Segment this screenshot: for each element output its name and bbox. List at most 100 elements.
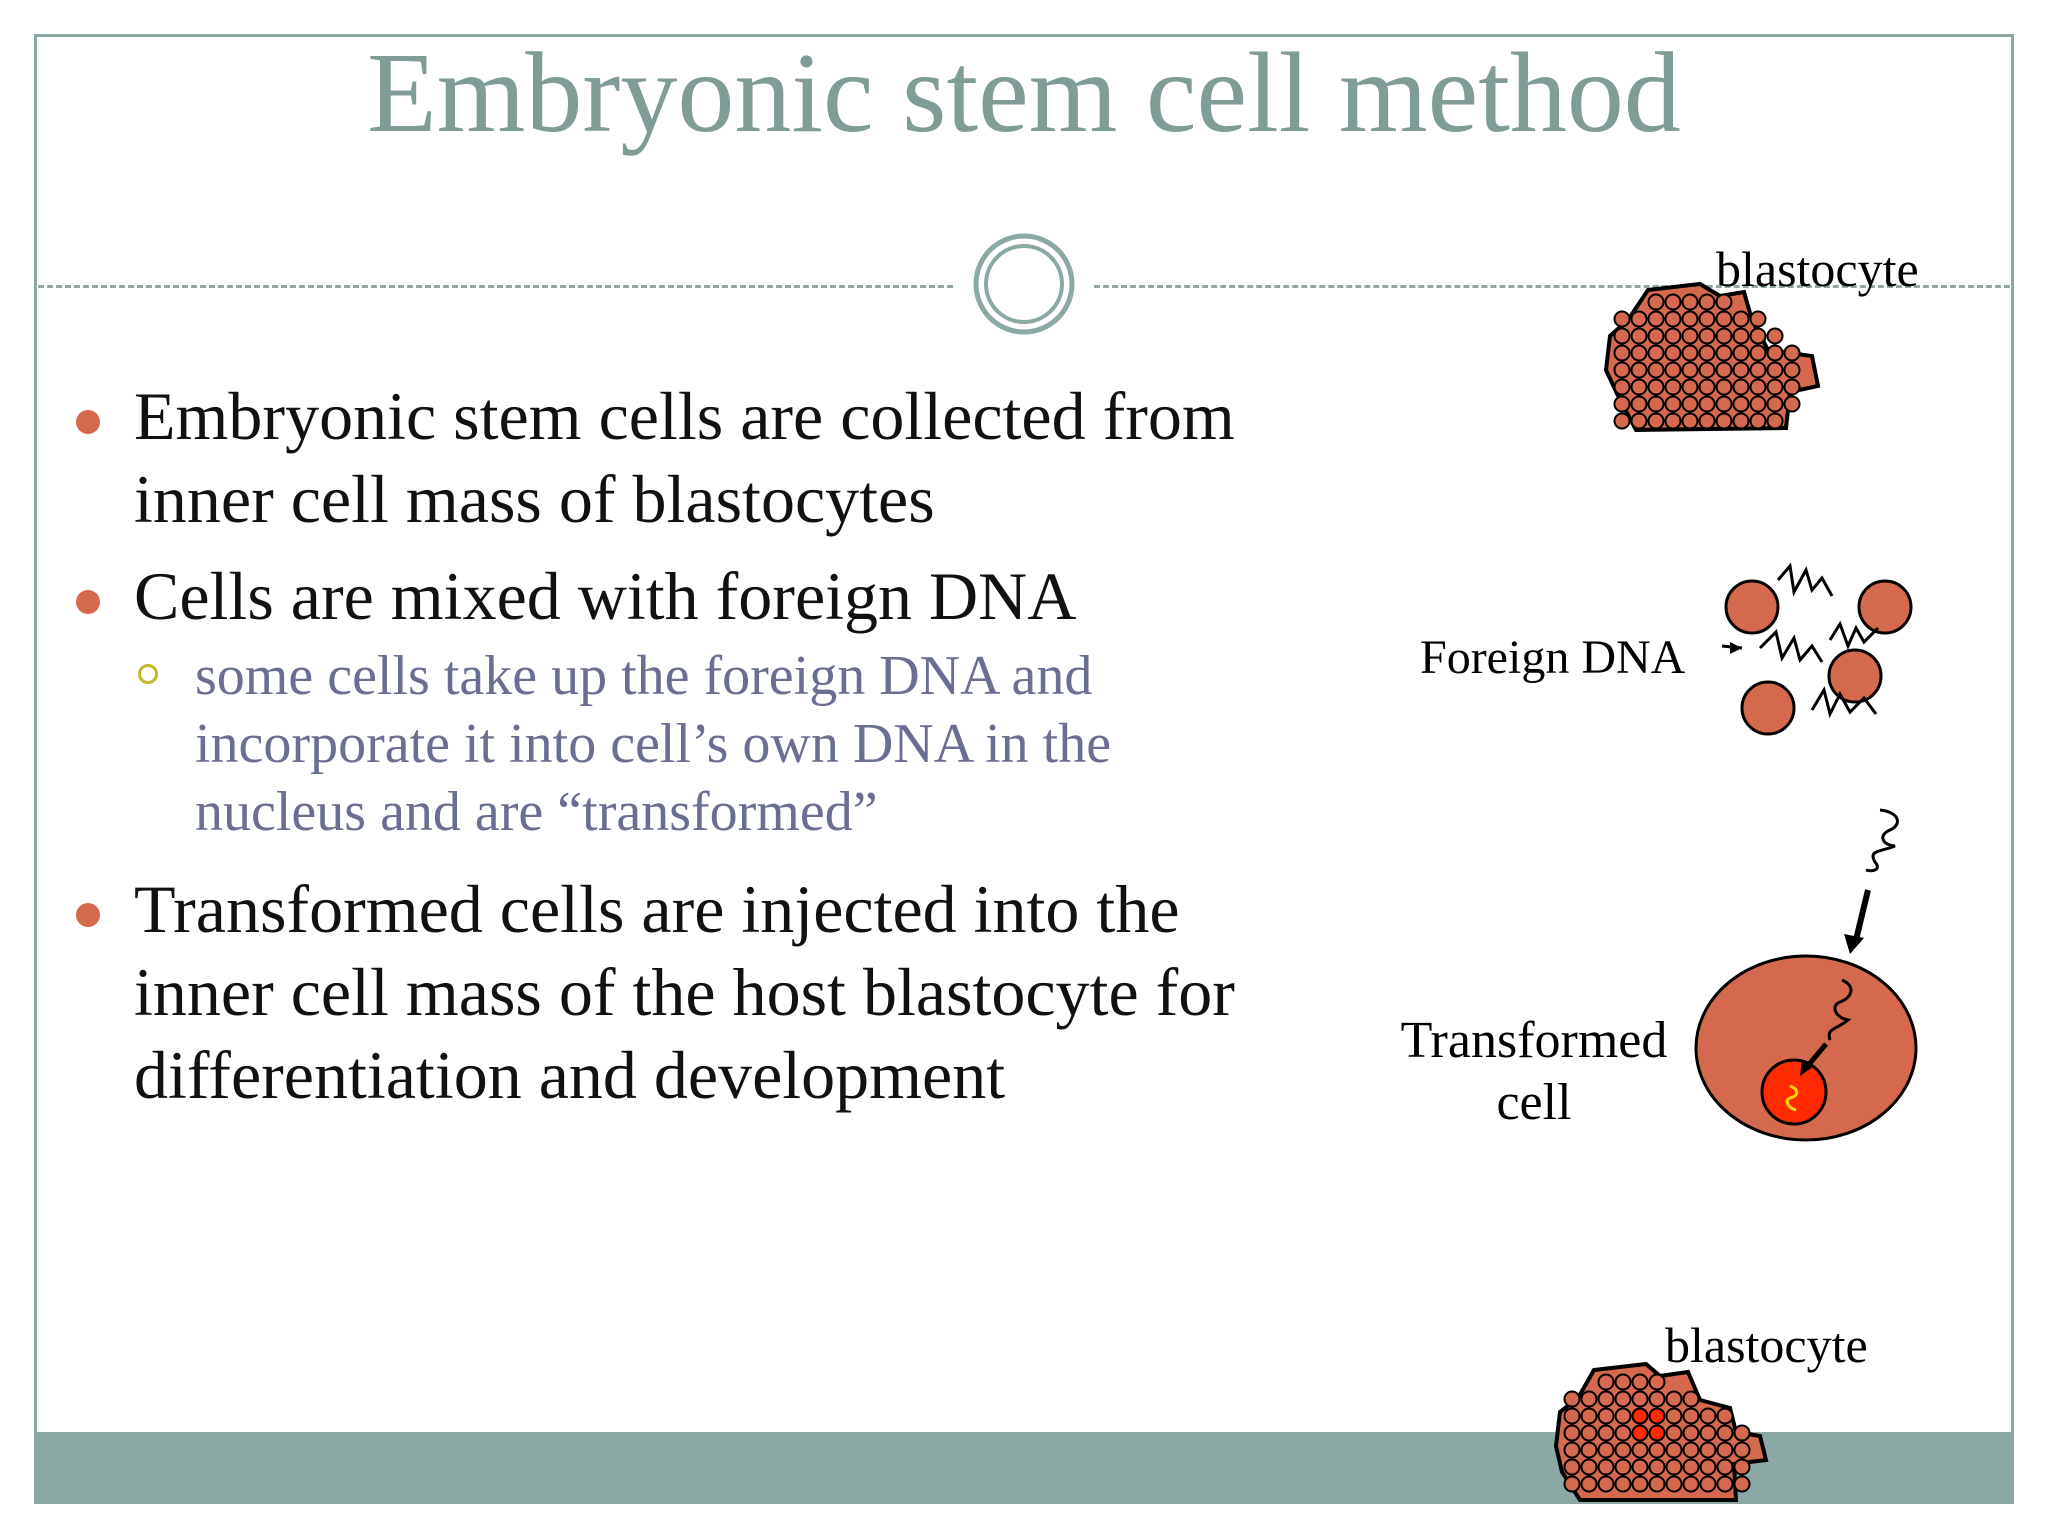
- cell-dot: [1648, 1407, 1666, 1425]
- cell-dot: [1613, 395, 1631, 413]
- cell-dot: [1715, 344, 1733, 362]
- cell-dot: [1749, 412, 1767, 430]
- cell-dot: [1698, 344, 1716, 362]
- cell-dot: [1664, 327, 1682, 345]
- cell-dot: [1647, 412, 1665, 430]
- cell-dot: [1597, 1441, 1615, 1459]
- bullet-dot-icon: [76, 410, 100, 434]
- cell-dot: [1699, 1424, 1717, 1442]
- cell-dot: [1681, 361, 1699, 379]
- cell-dot: [1699, 1458, 1717, 1476]
- cell-dot: [1613, 378, 1631, 396]
- cell-dot: [1732, 310, 1750, 328]
- cell-dot: [1580, 1475, 1598, 1493]
- cell-dot: [1614, 1390, 1632, 1408]
- cell-dot: [1630, 361, 1648, 379]
- cell-dot: [1613, 361, 1631, 379]
- cell-dot: [1698, 395, 1716, 413]
- cell-dot: [1647, 310, 1665, 328]
- label-transformed-line1: Transformed: [1400, 1012, 1668, 1069]
- cell-dot: [1664, 412, 1682, 430]
- cell-dot: [1716, 1441, 1734, 1459]
- cell-dot: [1630, 412, 1648, 430]
- cell-dot: [1664, 361, 1682, 379]
- cell-dot: [1664, 344, 1682, 362]
- cell-dot: [1614, 1458, 1632, 1476]
- cell-dot: [1631, 1407, 1649, 1425]
- cell-dot: [1698, 412, 1716, 430]
- bullet-text: Cells are mixed with foreign DNA: [134, 558, 1077, 634]
- cell-dot: [1732, 361, 1750, 379]
- cell-dot: [1613, 310, 1631, 328]
- cell-dot: [1749, 310, 1767, 328]
- cell-dot: [1648, 1475, 1666, 1493]
- cell-dot: [1614, 1441, 1632, 1459]
- cell-dot: [1681, 293, 1699, 311]
- cell-dot: [1613, 412, 1631, 430]
- cell-dot: [1597, 1424, 1615, 1442]
- label-foreign-dna: Foreign DNA: [1420, 631, 1686, 684]
- cell-dot: [1631, 1424, 1649, 1442]
- cell-dot: [1563, 1458, 1581, 1476]
- cell-dot: [1613, 327, 1631, 345]
- cell-dot: [1563, 1441, 1581, 1459]
- title-divider-left: [38, 285, 953, 288]
- label-blastocyte-top: blastocyte: [1716, 241, 1919, 297]
- cell-dot: [1597, 1407, 1615, 1425]
- cell-dot: [1614, 1424, 1632, 1442]
- cell-dot: [1732, 378, 1750, 396]
- cell-dot: [1682, 1407, 1700, 1425]
- cell-dot: [1715, 378, 1733, 396]
- label-transformed-line2: cell: [1496, 1074, 1572, 1131]
- label-blastocyte-bottom: blastocyte: [1665, 1317, 1868, 1373]
- cell-dot: [1681, 412, 1699, 430]
- cell-dot: [1580, 1390, 1598, 1408]
- cell-dot: [1630, 395, 1648, 413]
- cell-dot: [1715, 395, 1733, 413]
- bullet-dot-icon: [76, 903, 100, 927]
- cell-dot: [1580, 1441, 1598, 1459]
- cell-dot: [1648, 1424, 1666, 1442]
- cell-dot: [1664, 395, 1682, 413]
- cell-dot: [1699, 1441, 1717, 1459]
- cell-dot: [1664, 378, 1682, 396]
- cell-dot: [1732, 344, 1750, 362]
- cell-dot: [1715, 327, 1733, 345]
- cell-dot: [1766, 344, 1784, 362]
- cell-dot: [1631, 1475, 1649, 1493]
- cell-dot: [1681, 378, 1699, 396]
- cell-dot: [1614, 1373, 1632, 1391]
- cell-dot: [1749, 327, 1767, 345]
- cell-dot: [1766, 327, 1784, 345]
- cell-dot: [1648, 1458, 1666, 1476]
- cell-dot: [1783, 361, 1801, 379]
- cell-dot: [1682, 1424, 1700, 1442]
- cell-dot: [1732, 395, 1750, 413]
- cell-dot: [1698, 361, 1716, 379]
- cell-dot: [1682, 1441, 1700, 1459]
- cell-dot: [1715, 310, 1733, 328]
- cell-dot: [1715, 412, 1733, 430]
- cell-dot: [1665, 1458, 1683, 1476]
- cell-dot: [1698, 310, 1716, 328]
- sub-bullet-text: some cells take up the foreign DNA and i…: [195, 645, 1112, 843]
- cell-dot: [1613, 344, 1631, 362]
- cell-dot: [1733, 1475, 1751, 1493]
- cell-dot: [1647, 395, 1665, 413]
- cell-dot: [1631, 1390, 1649, 1408]
- cell-dot: [1699, 1407, 1717, 1425]
- transformed-cell-icon: [1694, 954, 1918, 1142]
- cell-dot: [1698, 378, 1716, 396]
- cell-dot: [1563, 1390, 1581, 1408]
- bullet-dot-icon: [76, 590, 100, 614]
- cell-dot: [1630, 327, 1648, 345]
- blastocyte-top-icon: [1603, 281, 1821, 433]
- cell-dot: [1682, 1458, 1700, 1476]
- divider-ornament-icon: [973, 233, 1075, 335]
- cell-dot: [1614, 1475, 1632, 1493]
- cell-dot: [1665, 1424, 1683, 1442]
- cell-dot: [1783, 378, 1801, 396]
- cell-dot: [1766, 395, 1784, 413]
- bullet-text: Embryonic stem cells are collected from …: [134, 378, 1235, 537]
